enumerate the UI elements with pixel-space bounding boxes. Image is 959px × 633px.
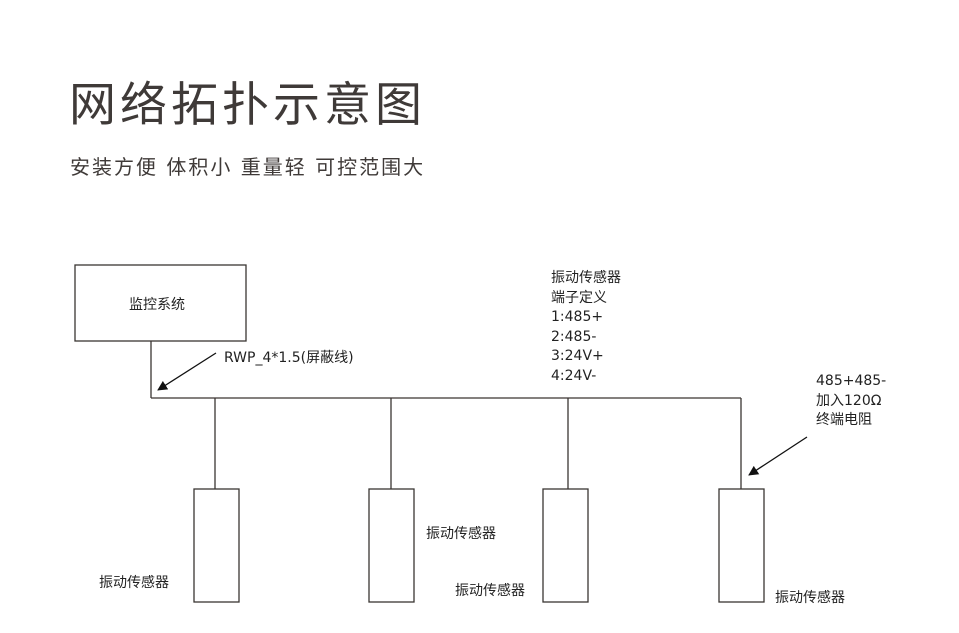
termination-annotation: 485+485- 加入120Ω 终端电阻 bbox=[816, 372, 886, 431]
termination-arrow bbox=[748, 436, 808, 476]
termination-annotation-line: 485+485- bbox=[816, 373, 887, 389]
page-subtitle: 安装方便 体积小 重量轻 可控范围大 bbox=[70, 155, 426, 179]
cable-annotation: RWP_4*1.5(屏蔽线) bbox=[224, 350, 354, 366]
sensor-box-3 bbox=[542, 488, 589, 603]
sensor-label-2: 振动传感器 bbox=[426, 526, 496, 542]
terminal-definition-line: 3:24V+ bbox=[551, 348, 604, 364]
terminal-definition-line: 端子定义 bbox=[551, 289, 607, 306]
sensor-box-4 bbox=[718, 488, 765, 603]
terminal-definition-line: 2:485- bbox=[551, 328, 597, 345]
monitor-system-box bbox=[74, 264, 247, 342]
monitor-system-label: 监控系统 bbox=[129, 297, 185, 313]
cable-arrow bbox=[157, 352, 217, 391]
terminal-definition: 振动传感器 端子定义 1:485+ 2:485- 3:24V+ 4:24V- bbox=[551, 269, 621, 386]
terminal-definition-line: 1:485+ bbox=[551, 309, 604, 325]
sensor-label-1: 振动传感器 bbox=[99, 575, 169, 591]
terminal-definition-line: 振动传感器 bbox=[551, 270, 621, 286]
sensor-label-4: 振动传感器 bbox=[775, 590, 845, 606]
termination-annotation-line: 加入120Ω bbox=[816, 392, 882, 409]
sensor-label-3: 振动传感器 bbox=[455, 583, 525, 599]
page-title: 网络拓扑示意图 bbox=[69, 78, 426, 133]
terminal-definition-line: 4:24V- bbox=[551, 367, 597, 384]
sensor-box-1 bbox=[193, 488, 240, 603]
sensor-box-2 bbox=[368, 488, 415, 603]
termination-annotation-line: 终端电阻 bbox=[816, 412, 872, 428]
